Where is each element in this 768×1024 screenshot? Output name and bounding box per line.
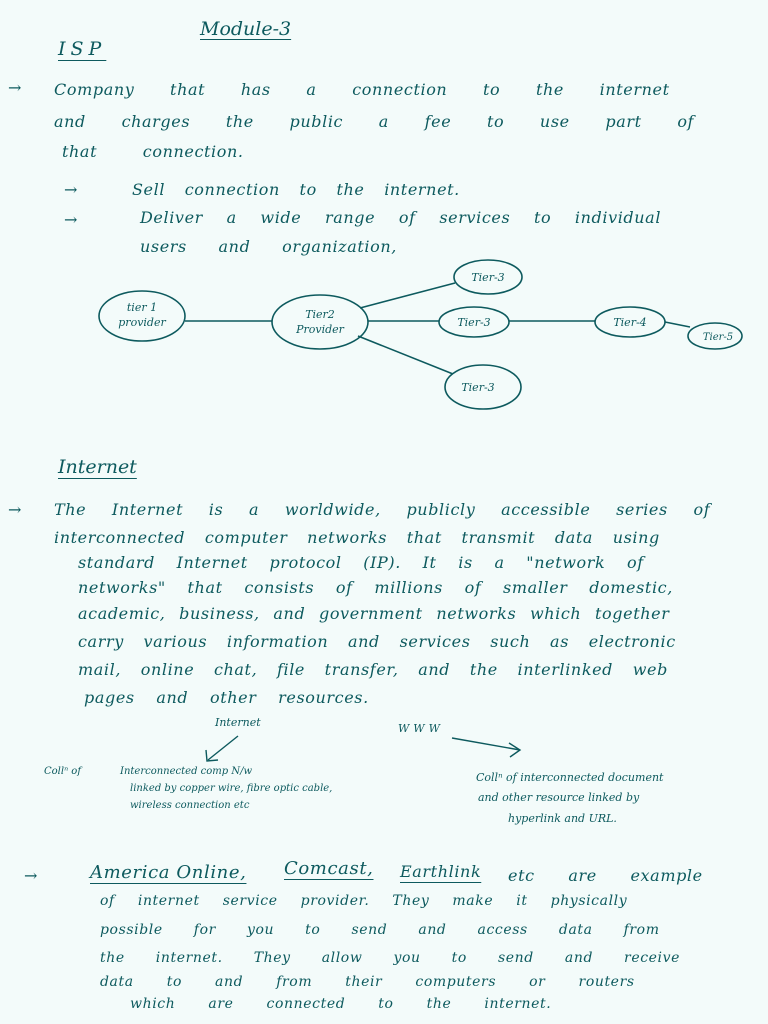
- isp-point-1: Sell connection to the internet.: [132, 180, 460, 199]
- tier3-top-node-shape: [453, 259, 523, 295]
- internet-line-1: The Internet is a worldwide, publicly ac…: [54, 500, 711, 519]
- tier2-label-2: Provider: [295, 323, 345, 336]
- arrow-to-www-desc-head: [508, 742, 522, 758]
- examples-line-3: possible for you to send and access data…: [100, 922, 660, 938]
- tier3-mid-node-shape: [438, 306, 510, 338]
- internet-desc-prefix: Collⁿ of: [44, 766, 82, 777]
- internet-desc-line-1: Interconnected comp N/w: [120, 766, 253, 777]
- tier1-label-2: provider: [118, 316, 166, 329]
- isp-definition-line-2: and charges the public a fee to use part…: [54, 112, 695, 131]
- isp-point-2-cont: users and organization,: [140, 237, 397, 256]
- tier1-label-1: tier 1: [127, 301, 157, 314]
- tier3-top-label: Tier-3: [471, 271, 504, 284]
- internet-desc-line-2: linked by copper wire, fibre optic cable…: [130, 783, 333, 794]
- internet-line-8: pages and other resources.: [84, 688, 369, 707]
- arrow-to-internet-desc: [207, 735, 239, 761]
- isp-bullet-arrow: →: [8, 78, 22, 97]
- examples-bullet-arrow: →: [24, 866, 38, 885]
- example-isp-comcast: Comcast,: [284, 858, 374, 879]
- internet-branch-label: Internet: [215, 716, 261, 729]
- internet-bullet-arrow: →: [8, 500, 22, 519]
- tier5-label: Tier-5: [703, 332, 733, 343]
- internet-desc-line-3: wireless connection etc: [130, 800, 250, 811]
- examples-line-1-rest: etc are example: [508, 866, 703, 885]
- internet-line-3: standard Internet protocol (IP). It is a…: [78, 553, 644, 572]
- internet-line-5: academic, business, and government netwo…: [78, 604, 670, 623]
- internet-line-6: carry various information and services s…: [78, 632, 676, 651]
- arrow-to-internet-desc-head: [205, 749, 219, 762]
- examples-line-5: data to and from their computers or rout…: [100, 974, 635, 990]
- link-tier2-tier3-bottom: [357, 335, 454, 375]
- isp-point-arrow-2: →: [64, 210, 78, 229]
- tier1-node-shape: [98, 290, 186, 342]
- arrow-to-www-desc: [451, 737, 521, 751]
- www-branch-label: WWW: [398, 722, 444, 735]
- isp-point-2: Deliver a wide range of services to indi…: [140, 208, 662, 227]
- www-desc-line-3: hyperlink and URL.: [508, 812, 617, 825]
- tier3-bottom-node-shape: [444, 364, 522, 410]
- tier3-bottom-label: Tier-3: [461, 381, 494, 394]
- isp-definition-line-3: that connection.: [62, 142, 244, 161]
- tier2-label-1: Tier2: [305, 308, 335, 321]
- examples-line-6: which are connected to the internet.: [130, 996, 552, 1012]
- isp-tier-diagram: tier 1 provider Tier2 Provider Tier-3 Ti…: [98, 259, 743, 410]
- internet-line-7: mail, online chat, file transfer, and th…: [78, 660, 668, 679]
- internet-line-4: networks" that consists of millions of s…: [78, 578, 673, 597]
- link-tier4-tier5: [664, 321, 691, 328]
- internet-line-2: interconnected computer networks that tr…: [54, 528, 660, 547]
- isp-definition-line-1: Company that has a connection to the int…: [54, 80, 670, 99]
- www-desc-line-2: and other resource linked by: [478, 791, 640, 804]
- internet-www-arrows: [205, 735, 522, 762]
- www-desc-line-1: Collⁿ of interconnected document: [476, 771, 664, 784]
- tier2-node-shape: [271, 294, 369, 350]
- tier4-label: Tier-4: [613, 316, 646, 329]
- isp-heading: ISP: [58, 38, 107, 60]
- tier5-node-shape: [687, 322, 743, 350]
- example-isp-aol: America Online,: [90, 862, 247, 883]
- module-title: Module-3: [200, 18, 292, 40]
- examples-line-4: the internet. They allow you to send and…: [100, 950, 681, 966]
- isp-point-arrow-1: →: [64, 180, 78, 199]
- examples-line-2: of internet service provider. They make …: [100, 893, 628, 909]
- tier3-mid-label: Tier-3: [457, 316, 490, 329]
- internet-heading: Internet: [58, 456, 137, 478]
- example-isp-earthlink: Earthlink: [400, 862, 482, 881]
- link-tier2-tier3-top: [359, 282, 456, 309]
